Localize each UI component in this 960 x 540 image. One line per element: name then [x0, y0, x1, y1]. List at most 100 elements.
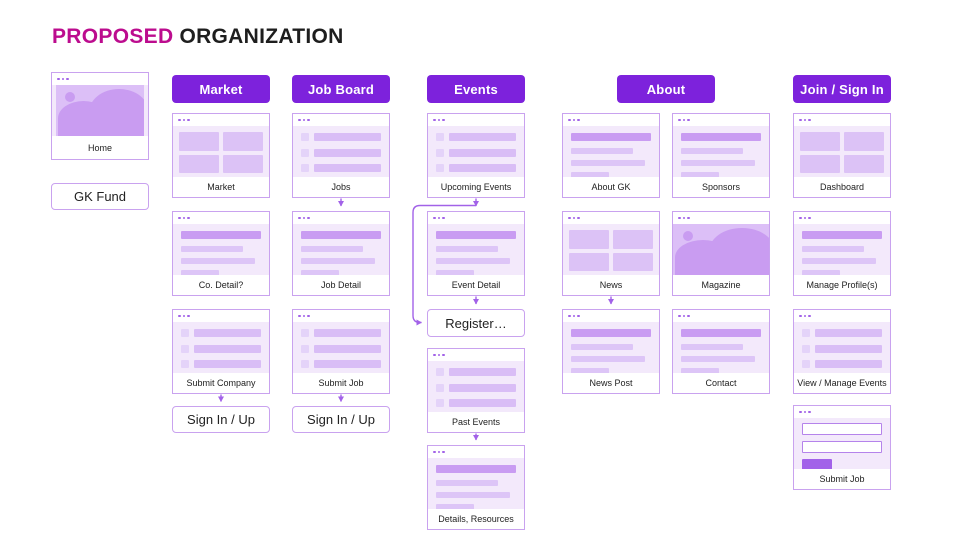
window-dots-icon — [173, 114, 269, 126]
text-lines — [563, 126, 659, 177]
section-header-about[interactable]: About — [617, 75, 715, 103]
node-box-signin-market[interactable]: Sign In / Up — [172, 406, 270, 433]
wireframe-form — [794, 418, 890, 469]
section-header-market[interactable]: Market — [172, 75, 270, 103]
page-title-highlight: PROPOSED — [52, 25, 174, 48]
list-rows — [794, 322, 890, 373]
sun-icon — [64, 92, 75, 103]
card-label-upcoming-events: Upcoming Events — [428, 177, 524, 197]
window-dots-icon — [293, 212, 389, 224]
card-label-news: News — [563, 275, 659, 295]
card-label-co-detail: Co. Detail? — [173, 275, 269, 295]
section-header-events[interactable]: Events — [427, 75, 525, 103]
node-card-upcoming-events[interactable]: Upcoming Events — [427, 113, 525, 198]
node-card-view-manage-events[interactable]: View / Manage Events — [793, 309, 891, 394]
text-lines — [173, 224, 269, 275]
input-placeholder — [802, 441, 882, 453]
window-dots-icon — [428, 114, 524, 126]
list-rows — [428, 361, 524, 412]
window-dots-icon — [293, 114, 389, 126]
input-placeholder — [802, 423, 882, 435]
card-label-details-resources: Details, Resources — [428, 509, 524, 529]
list-rows — [293, 322, 389, 373]
wireframe-list — [794, 322, 890, 373]
card-label-home: Home — [52, 136, 148, 159]
node-box-signin-jobboard[interactable]: Sign In / Up — [292, 406, 390, 433]
card-label-job-detail: Job Detail — [293, 275, 389, 295]
wireframe-detail — [428, 458, 524, 509]
mountain-icon — [89, 89, 144, 136]
wireframe-grid — [794, 126, 890, 177]
form-fields — [794, 418, 890, 469]
section-header-join[interactable]: Join / Sign In — [793, 75, 891, 103]
wireframe-list — [173, 322, 269, 373]
window-dots-icon — [52, 73, 148, 85]
sun-icon — [682, 231, 693, 242]
window-dots-icon — [428, 349, 524, 361]
node-box-gk-fund[interactable]: GK Fund — [51, 183, 149, 210]
card-label-sponsors: Sponsors — [673, 177, 769, 197]
node-card-dashboard[interactable]: Dashboard — [793, 113, 891, 198]
image-placeholder-icon — [673, 224, 769, 275]
wireframe-image — [673, 224, 769, 275]
text-lines — [293, 224, 389, 275]
window-dots-icon — [794, 212, 890, 224]
card-label-event-detail: Event Detail — [428, 275, 524, 295]
wireframe-grid — [173, 126, 269, 177]
window-dots-icon — [293, 310, 389, 322]
node-card-magazine[interactable]: Magazine — [672, 211, 770, 296]
wireframe-detail — [794, 224, 890, 275]
card-label-submit-job: Submit Job — [293, 373, 389, 393]
window-dots-icon — [563, 114, 659, 126]
wireframe-detail — [563, 126, 659, 177]
card-label-manage-profiles: Manage Profile(s) — [794, 275, 890, 295]
wireframe-detail — [673, 126, 769, 177]
node-card-past-events[interactable]: Past Events — [427, 348, 525, 433]
node-card-job-detail[interactable]: Job Detail — [292, 211, 390, 296]
wireframe-image — [52, 85, 148, 136]
node-card-market[interactable]: Market — [172, 113, 270, 198]
window-dots-icon — [794, 310, 890, 322]
card-label-submit-company: Submit Company — [173, 373, 269, 393]
node-card-about-gk[interactable]: About GK — [562, 113, 660, 198]
node-card-jobs[interactable]: Jobs — [292, 113, 390, 198]
node-card-submit-company[interactable]: Submit Company — [172, 309, 270, 394]
node-card-sponsors[interactable]: Sponsors — [672, 113, 770, 198]
wireframe-detail — [428, 224, 524, 275]
node-card-news[interactable]: News — [562, 211, 660, 296]
card-label-past-events: Past Events — [428, 412, 524, 432]
page-title-rest: ORGANIZATION — [179, 25, 344, 48]
node-card-home[interactable]: Home — [51, 72, 149, 160]
node-box-register[interactable]: Register… — [427, 309, 525, 337]
window-dots-icon — [428, 446, 524, 458]
text-lines — [428, 224, 524, 275]
list-rows — [173, 322, 269, 373]
node-card-contact[interactable]: Contact — [672, 309, 770, 394]
node-card-manage-profiles[interactable]: Manage Profile(s) — [793, 211, 891, 296]
node-card-event-detail[interactable]: Event Detail — [427, 211, 525, 296]
window-dots-icon — [563, 212, 659, 224]
section-header-job-board[interactable]: Job Board — [292, 75, 390, 103]
node-card-news-post[interactable]: News Post — [562, 309, 660, 394]
wireframe-detail — [673, 322, 769, 373]
node-card-co-detail[interactable]: Co. Detail? — [172, 211, 270, 296]
window-dots-icon — [794, 114, 890, 126]
text-lines — [794, 224, 890, 275]
card-label-contact: Contact — [673, 373, 769, 393]
wireframe-detail — [563, 322, 659, 373]
window-dots-icon — [173, 212, 269, 224]
list-rows — [293, 126, 389, 177]
wireframe-list — [428, 361, 524, 412]
wireframe-list — [293, 322, 389, 373]
card-label-magazine: Magazine — [673, 275, 769, 295]
node-card-details-resources[interactable]: Details, Resources — [427, 445, 525, 530]
card-label-view-manage-events: View / Manage Events — [794, 373, 890, 393]
window-dots-icon — [173, 310, 269, 322]
image-placeholder-icon — [56, 85, 144, 136]
wireframe-grid — [563, 224, 659, 275]
card-label-jobs: Jobs — [293, 177, 389, 197]
node-card-submit-job[interactable]: Submit Job — [292, 309, 390, 394]
node-card-join-submit-job[interactable]: Submit Job — [793, 405, 891, 490]
window-dots-icon — [673, 114, 769, 126]
